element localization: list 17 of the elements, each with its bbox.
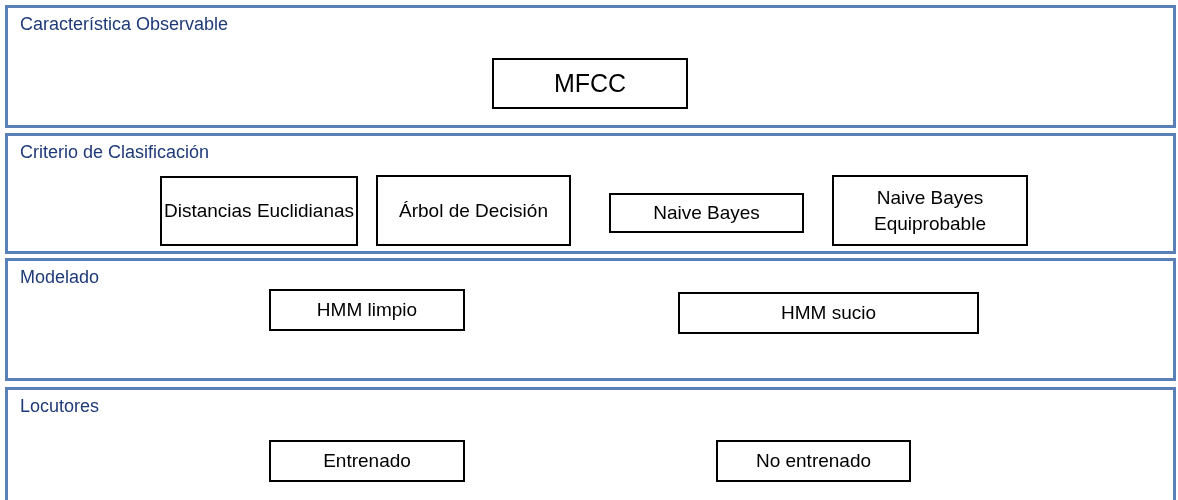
- section-heading: Locutores: [20, 396, 100, 417]
- process-box: HMM sucio: [678, 292, 979, 334]
- process-box: No entrenado: [716, 440, 911, 482]
- process-box: HMM limpio: [269, 289, 465, 331]
- section-band: [5, 5, 1176, 128]
- section-heading: Característica Observable: [20, 14, 229, 35]
- section-heading: Criterio de Clasificación: [20, 142, 210, 163]
- section-heading: Modelado: [20, 267, 100, 288]
- process-box: Distancias Euclidianas: [160, 176, 358, 246]
- process-box: Entrenado: [269, 440, 465, 482]
- section-band: [5, 133, 1176, 254]
- process-box: Naive Bayes: [609, 193, 804, 233]
- process-box: Árbol de Decisión: [376, 175, 571, 246]
- process-box: MFCC: [492, 58, 688, 109]
- process-box: Naive Bayes Equiprobable: [832, 175, 1028, 246]
- section-band: [5, 258, 1176, 381]
- section-band: [5, 387, 1176, 500]
